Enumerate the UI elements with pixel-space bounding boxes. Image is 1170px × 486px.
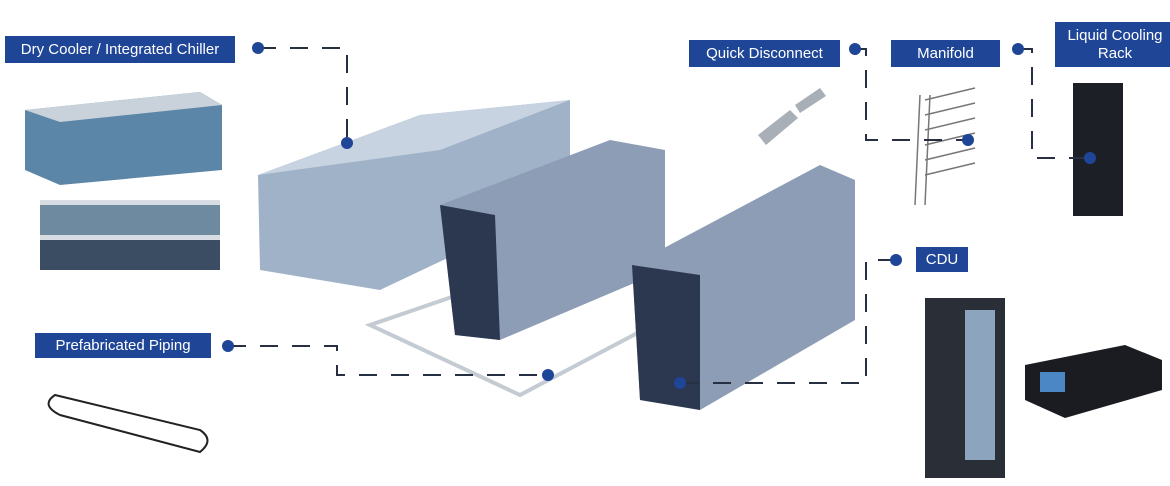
connector-piping xyxy=(228,345,548,376)
label-prefabricated-piping: Prefabricated Piping xyxy=(35,333,211,358)
label-dry-cooler: Dry Cooler / Integrated Chiller xyxy=(5,36,235,63)
connector-dry-cooler xyxy=(258,47,348,143)
connector-cdu xyxy=(680,259,896,384)
prefabricated-piping-image xyxy=(47,393,209,454)
label-manifold: Manifold xyxy=(891,40,1000,67)
label-quick-disconnect: Quick Disconnect xyxy=(689,40,840,67)
dry-cooler-image xyxy=(25,92,222,270)
connector-manifold xyxy=(1018,48,1090,159)
connector-dots xyxy=(222,42,1096,389)
label-cdu: CDU xyxy=(916,247,968,272)
label-line-1: Liquid Cooling xyxy=(1067,26,1163,44)
liquid-cooling-rack-image xyxy=(1073,83,1123,216)
cdu-image xyxy=(925,298,1162,478)
manifold-image xyxy=(914,87,976,206)
server-rack-row-image xyxy=(440,140,855,410)
dry-cooler-container-image xyxy=(258,100,570,290)
label-line-2: Rack xyxy=(1097,44,1133,62)
label-liquid-cooling-rack: Liquid Cooling Rack xyxy=(1055,22,1170,67)
quick-disconnect-image xyxy=(758,88,826,145)
